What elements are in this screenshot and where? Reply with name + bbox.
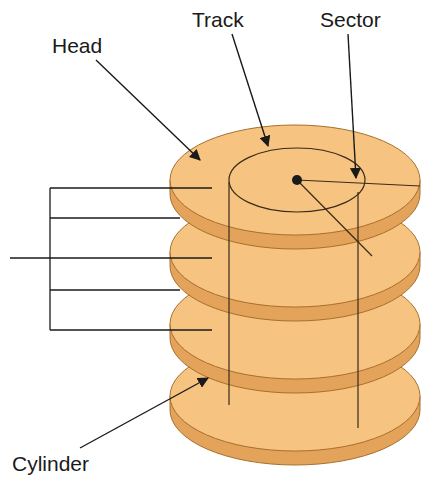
part-label: Cylinder: [12, 452, 89, 475]
spindle-dot: [292, 175, 302, 185]
cylinder-line: [357, 192, 358, 428]
cylinder-line: [228, 182, 229, 405]
sector-line: [297, 180, 420, 186]
sector-line: [297, 180, 372, 256]
part-label: Sector: [320, 8, 381, 31]
track-ring: [229, 148, 365, 212]
part-label: Track: [192, 8, 244, 31]
leader-arrow: [80, 34, 356, 448]
platter: [170, 125, 420, 249]
part-label: Head: [52, 34, 102, 57]
head-arm: [10, 188, 212, 330]
